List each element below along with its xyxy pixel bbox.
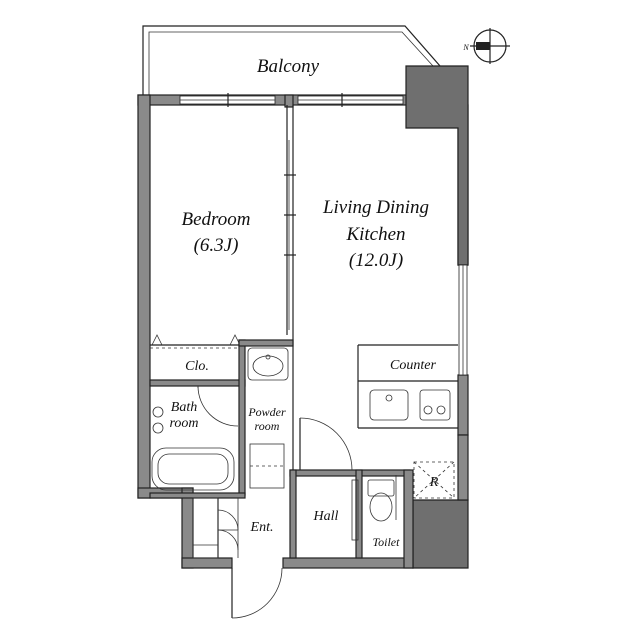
- counter-label: Counter: [390, 358, 436, 373]
- compass-icon: [470, 28, 510, 64]
- bedroom-ldk-partition: [284, 94, 296, 470]
- powder-room: [238, 339, 294, 496]
- windows-top: [179, 93, 404, 107]
- balcony-label: Balcony: [257, 56, 320, 77]
- fridge-space: [413, 461, 455, 499]
- ldk-size-label: (12.0J): [349, 250, 403, 271]
- window-right: [458, 264, 468, 376]
- hall-walls: [289, 417, 414, 569]
- front-door: [231, 567, 283, 619]
- bathroom: [149, 385, 246, 499]
- hall-label: Hall: [313, 509, 339, 524]
- bedroom-label: Bedroom: [182, 209, 251, 230]
- pipe-shaft-top: [405, 65, 469, 266]
- closet-label: Clo.: [185, 359, 209, 374]
- powder-room-label-line1: Powder: [247, 405, 286, 419]
- entrance: [192, 497, 239, 559]
- toilet-fixture: [367, 475, 397, 522]
- bathroom-label-line2: room: [169, 416, 198, 431]
- compass-north-label: N: [462, 43, 469, 52]
- pipe-shaft-bottom: [412, 499, 469, 569]
- toilet-label: Toilet: [373, 535, 401, 549]
- fridge-label: R: [429, 475, 439, 490]
- ldk-label-line2: Kitchen: [345, 224, 405, 245]
- bedroom-size-label: (6.3J): [194, 235, 239, 256]
- kitchen-counter: [357, 344, 458, 429]
- bathroom-label-line1: Bath: [171, 400, 197, 415]
- powder-room-label-line2: room: [255, 419, 280, 433]
- ldk-label-line1: Living Dining: [322, 197, 429, 218]
- entrance-label: Ent.: [250, 520, 274, 535]
